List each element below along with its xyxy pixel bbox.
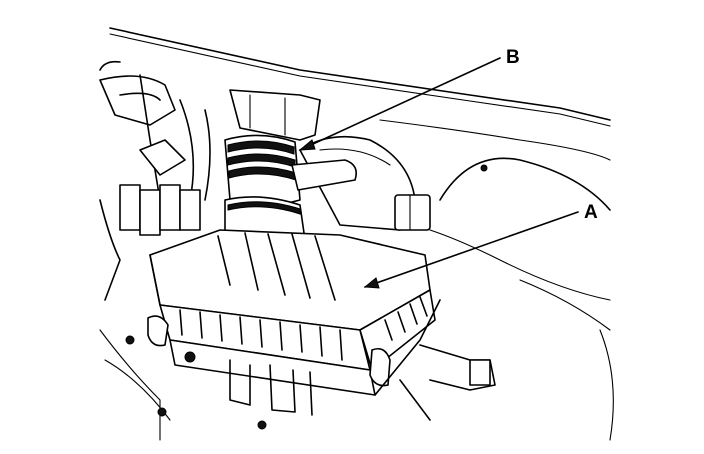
air-cleaner-housing-A <box>147 229 441 416</box>
callout-label-b: B <box>506 47 520 68</box>
brake-booster <box>299 135 431 231</box>
intake-hose-B <box>224 134 358 241</box>
hood-panel <box>99 27 614 441</box>
engine-cover <box>229 89 321 141</box>
callout-label-a: A <box>584 202 598 223</box>
housing-fins <box>179 296 428 361</box>
right-bracket <box>399 344 496 421</box>
left-engine-components <box>99 74 267 441</box>
callout-leaders <box>298 57 579 289</box>
